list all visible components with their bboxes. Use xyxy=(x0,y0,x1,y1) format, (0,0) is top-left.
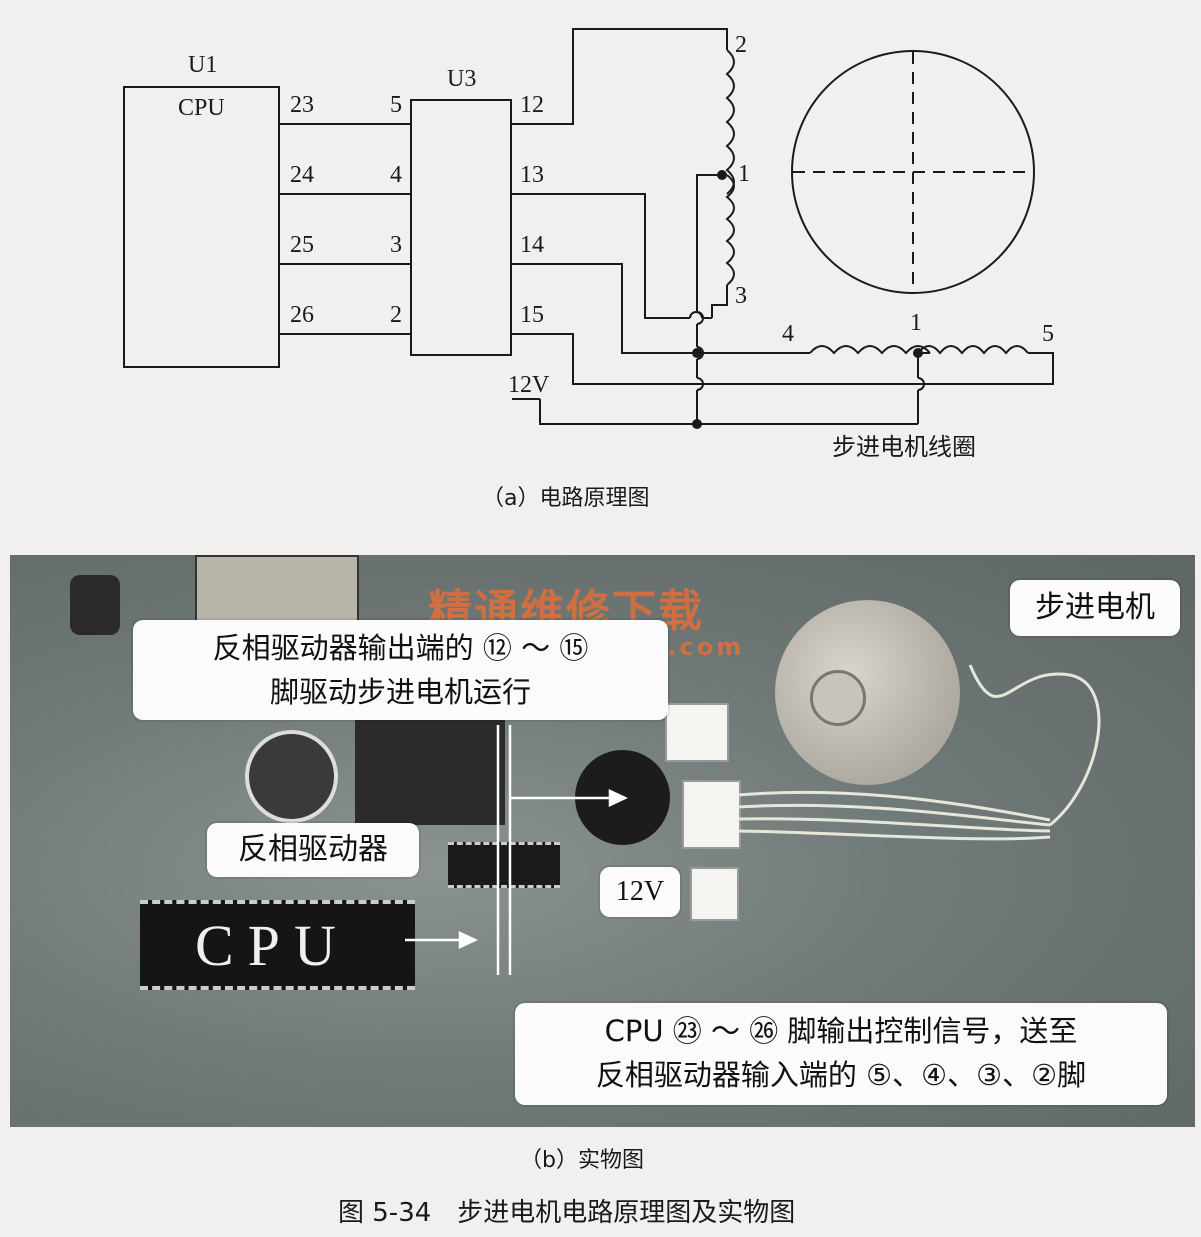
cpu-pin-label: 24 xyxy=(290,162,314,188)
junction-dot xyxy=(692,419,702,429)
connector-cn5 xyxy=(682,780,741,849)
motor-rotor-circle xyxy=(791,50,1035,294)
cpu-block xyxy=(123,86,280,368)
cpu-pin-label: 25 xyxy=(290,232,314,258)
coil-pin-label: 1 xyxy=(910,310,922,336)
motor-wire-bundle xyxy=(405,664,1101,975)
junction-dot xyxy=(717,170,727,180)
label-cpu: CPU xyxy=(195,913,350,978)
supply-12v-label: 12V xyxy=(508,372,550,398)
coil-caption: 步进电机线圈 xyxy=(832,433,976,461)
junction-dot xyxy=(692,348,702,358)
label-12v: 12V xyxy=(600,867,680,917)
caption-a: （a）电路原理图 xyxy=(482,486,650,511)
u3-input-pin-label: 3 xyxy=(390,232,402,258)
driver-chip xyxy=(448,842,560,888)
label-cpu-input: CPU ㉓ ～ ㉖ 脚输出控制信号，送至 反相驱动器输入端的 ⑤、④、③、②脚 xyxy=(515,1003,1167,1105)
cpu-pin-label: 26 xyxy=(290,302,314,328)
u3-output-pin-label: 15 xyxy=(520,302,544,328)
coil-pin-label: 3 xyxy=(735,283,747,309)
label-cpu-input-line1: CPU ㉓ ～ ㉖ 脚输出控制信号，送至 xyxy=(604,1014,1078,1048)
junction-dot xyxy=(913,348,923,358)
driver-block xyxy=(410,99,512,356)
inductor-component xyxy=(70,575,120,635)
cpu-pin-label: 23 xyxy=(290,92,314,118)
cpu-chip xyxy=(140,900,415,990)
u3-input-pin-label: 5 xyxy=(390,92,402,118)
coil-pin-label: 5 xyxy=(1042,321,1054,347)
caption-b: （b）实物图 xyxy=(520,1148,644,1173)
stepper-motor-body xyxy=(775,600,960,785)
coil-pin-label: 2 xyxy=(735,32,747,58)
u3-input-pin-label: 2 xyxy=(390,302,402,328)
u1-label: U1 xyxy=(188,52,217,78)
u3-output-pin-label: 13 xyxy=(520,162,544,188)
relay-component xyxy=(355,705,505,825)
capacitor-component xyxy=(245,730,338,823)
label-cpu-input-line2: 反相驱动器输入端的 ⑤、④、③、②脚 xyxy=(595,1058,1087,1092)
circuit-schematic: U1 CPU U3 23 24 25 26 5 4 3 2 12 13 14 1… xyxy=(123,28,1054,461)
pcb-photo: 精通维修下载 www.gzweix.com 步进电机 反相驱动器输出端的 ⑫ ～… xyxy=(10,555,1195,1127)
label-stepper-motor: 步进电机 xyxy=(1010,580,1180,636)
label-driver: 反相驱动器 xyxy=(207,823,419,877)
label-driver-output: 反相驱动器输出端的 ⑫ ～ ⑮ 脚驱动步进电机运行 xyxy=(133,620,668,720)
connector-cn2 xyxy=(665,703,729,762)
figure-caption: 图 5-34 步进电机电路原理图及实物图 xyxy=(338,1198,796,1228)
u3-output-pin-label: 12 xyxy=(520,92,544,118)
cpu-label: CPU xyxy=(178,95,225,121)
u3-output-pin-label: 14 xyxy=(520,232,544,258)
u3-input-pin-label: 4 xyxy=(390,162,402,188)
u3-label: U3 xyxy=(447,66,476,92)
label-driver-output-line1: 反相驱动器输出端的 ⑫ ～ ⑮ xyxy=(212,631,589,665)
label-driver-output-line2: 脚驱动步进电机运行 xyxy=(269,675,531,709)
connector-12v xyxy=(690,867,739,921)
stepper-motor-shaft xyxy=(810,670,866,726)
coil-pin-label: 1 xyxy=(738,161,750,187)
coil-pin-label: 4 xyxy=(782,321,794,347)
